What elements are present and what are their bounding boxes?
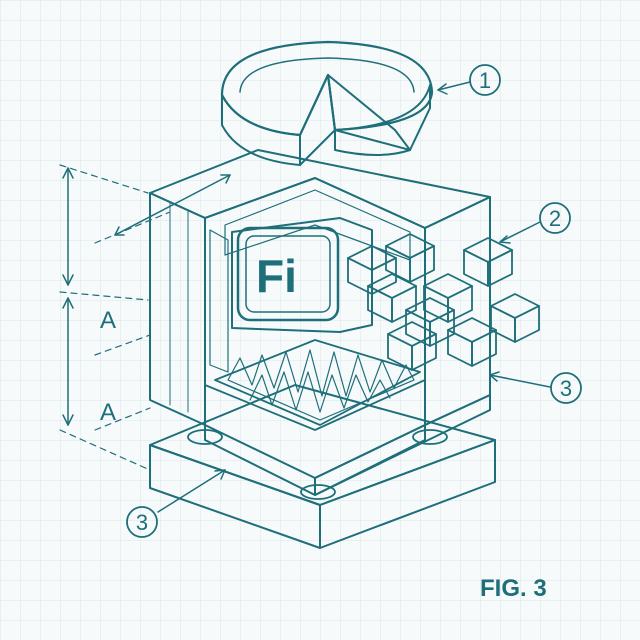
dimension-label-a-upper: A [100, 307, 116, 334]
callout-2: 2 [499, 202, 571, 244]
callout-3-number: 3 [560, 376, 572, 401]
cube-6 [490, 293, 540, 343]
logo-panel [231, 217, 373, 333]
base-plate [149, 384, 496, 549]
cube-cluster [347, 233, 540, 371]
lid-disc [220, 40, 434, 166]
cube-1 [347, 245, 397, 295]
figure-label: FIG. 3 [480, 575, 547, 602]
dimension-label-a-lower: A [100, 399, 116, 426]
cube-9 [387, 321, 437, 371]
callout-1: 1 [437, 64, 501, 96]
cube-3 [463, 237, 513, 287]
cube-8 [447, 317, 497, 367]
cube-5 [367, 273, 417, 323]
logo-text: Fi [256, 250, 297, 302]
callout-3-base-number: 3 [136, 510, 148, 535]
spike-array [227, 349, 415, 421]
housing-body [149, 149, 491, 496]
callout-3-cubes: 3 [489, 371, 582, 404]
dimension-lines [59, 164, 231, 471]
callout-2-number: 2 [549, 206, 561, 231]
callout-1-number: 1 [479, 68, 491, 93]
callout-3-base: 3 [126, 469, 226, 538]
